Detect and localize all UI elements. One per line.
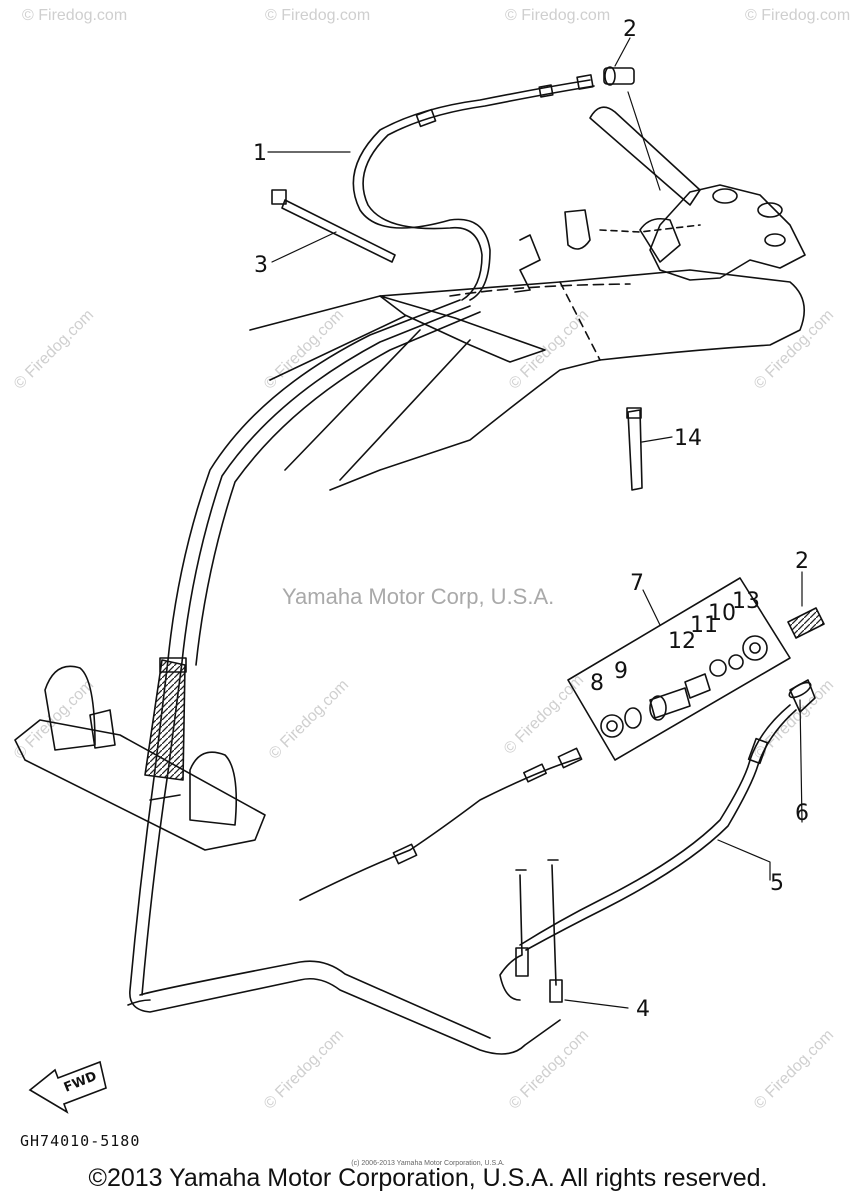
callout-13: 13 xyxy=(732,589,760,614)
mount-bracket xyxy=(14,665,266,851)
callout-11: 11 xyxy=(690,613,718,638)
callout-2-top: 2 xyxy=(623,17,637,42)
fitting-kit xyxy=(567,577,791,761)
watermark-tiles: © Firedog.com © Firedog.com © Firedog.co… xyxy=(11,7,850,1113)
hull-outline xyxy=(249,269,806,491)
watermark-tile: © Firedog.com xyxy=(505,7,610,24)
watermark-tile: © Firedog.com xyxy=(506,1026,592,1112)
clamp xyxy=(626,407,643,491)
watermark-tile: © Firedog.com xyxy=(11,676,97,762)
part-code: GH74010-5180 xyxy=(20,1132,141,1150)
throttle-cable xyxy=(352,74,595,301)
callout-7: 7 xyxy=(630,571,644,596)
watermark-tile: © Firedog.com xyxy=(265,7,370,24)
watermark-tile: © Firedog.com xyxy=(751,1026,837,1112)
watermark-tile: © Firedog.com xyxy=(266,676,352,762)
callout-1: 1 xyxy=(253,141,267,166)
link-rods xyxy=(499,859,563,1003)
choke-cable xyxy=(299,704,797,951)
tiny-note: (c) 2006-2013 Yamaha Motor Corporation, … xyxy=(351,1160,505,1167)
bellows-boot xyxy=(144,657,187,781)
callout-4: 4 xyxy=(636,997,650,1022)
watermark-tile: © Firedog.com xyxy=(501,671,587,757)
callout-3: 3 xyxy=(254,253,268,278)
callout-2-right: 2 xyxy=(795,549,809,574)
callout-9: 9 xyxy=(614,659,628,684)
grommet-top xyxy=(603,66,635,86)
grommet-right xyxy=(787,607,825,639)
watermark-tile: © Firedog.com xyxy=(11,306,97,392)
choke-knob xyxy=(788,679,816,713)
main-cable-bundle xyxy=(127,299,561,1055)
watermark-tile: © Firedog.com xyxy=(751,306,837,392)
watermark-tile: © Firedog.com xyxy=(261,1026,347,1112)
callouts: 1 2 3 14 7 2 8 9 12 11 10 13 6 5 4 xyxy=(253,17,809,1022)
footer-copyright: ©2013 Yamaha Motor Corporation, U.S.A. A… xyxy=(88,1164,768,1192)
callout-10: 10 xyxy=(708,601,736,626)
watermark-tile: © Firedog.com xyxy=(22,7,127,24)
callout-14: 14 xyxy=(674,426,702,451)
callout-8: 8 xyxy=(590,671,604,696)
fwd-arrow-icon: FWD xyxy=(28,1060,107,1114)
callout-5: 5 xyxy=(770,871,784,896)
leader-lines xyxy=(267,37,803,1009)
watermark-tile: © Firedog.com xyxy=(745,7,850,24)
handlebar-assembly xyxy=(514,106,806,293)
cable-tie xyxy=(271,189,396,263)
callout-12: 12 xyxy=(668,629,696,654)
center-watermark: Yamaha Motor Corp, U.S.A. xyxy=(282,584,554,609)
callout-6: 6 xyxy=(795,801,809,826)
